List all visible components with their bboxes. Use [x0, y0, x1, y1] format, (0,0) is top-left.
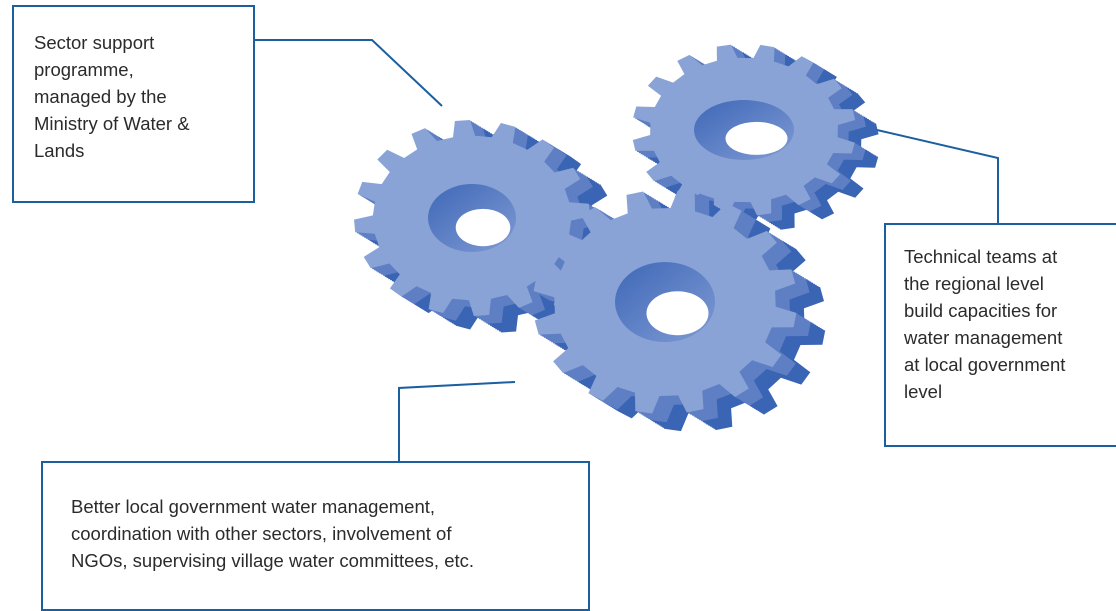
connector-ministry	[255, 39, 443, 107]
callout-local-government: Better local government water management…	[41, 461, 590, 611]
gear-bottom	[533, 190, 826, 432]
gears-diagram	[255, 39, 999, 461]
callout-technical-teams: Technical teams at the regional level bu…	[884, 223, 1116, 447]
gear-hole-opening	[455, 208, 511, 247]
callout-ministry-programme: Sector support programme, managed by the…	[12, 5, 255, 203]
gear-hole-opening	[725, 121, 788, 155]
connector-technical	[876, 129, 999, 223]
connector-local	[398, 381, 516, 461]
gear-top-right	[632, 44, 879, 230]
gear-hole-opening	[646, 291, 709, 336]
connector-lines	[255, 39, 999, 461]
